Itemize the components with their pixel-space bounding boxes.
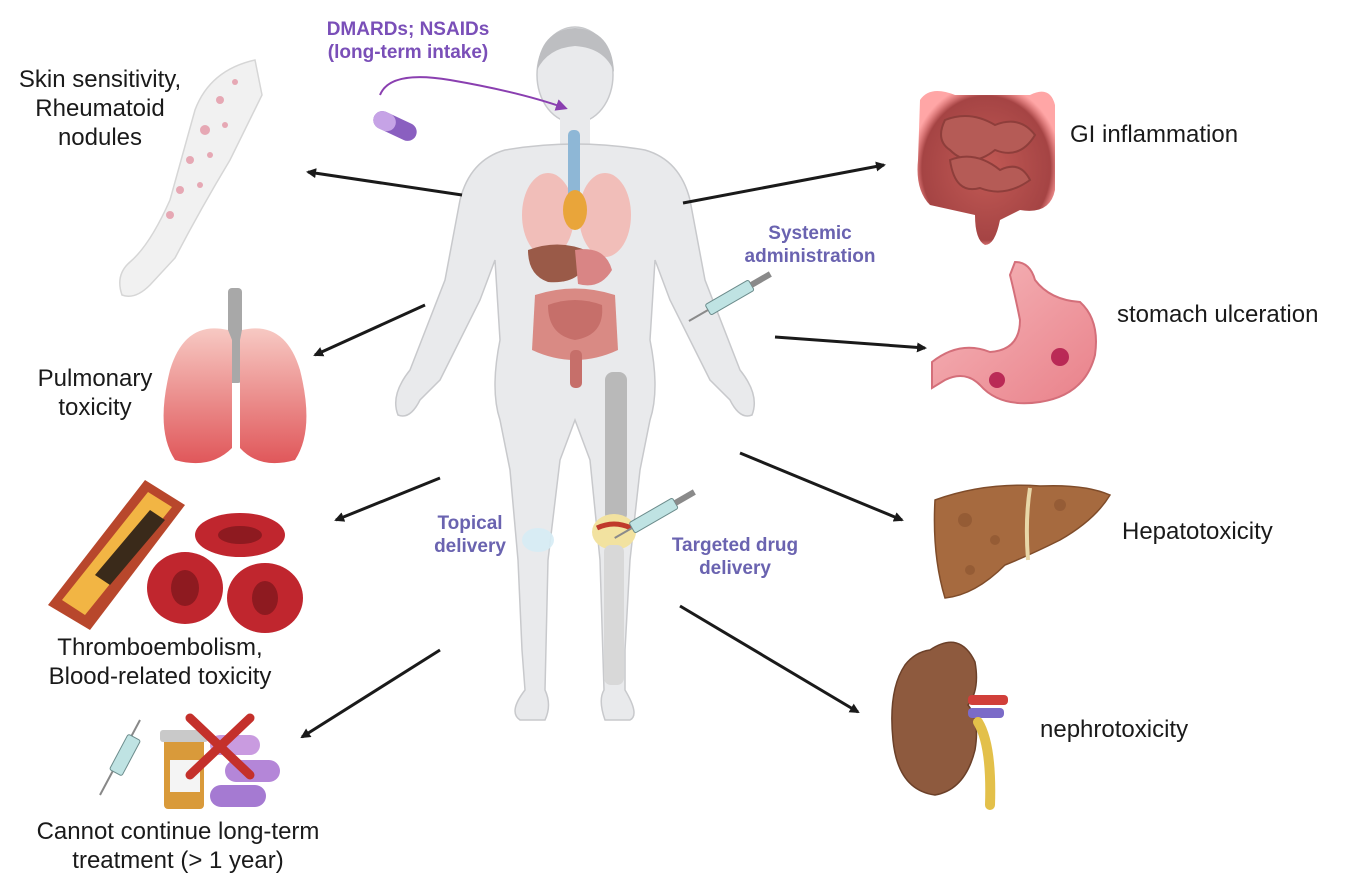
kidney-icon <box>892 642 1008 805</box>
topical-route-label: Topical delivery <box>410 512 530 558</box>
gi-inflammation-label: GI inflammation <box>1070 120 1330 149</box>
topical-route-line2: delivery <box>410 535 530 558</box>
stomach-icon <box>932 262 1096 403</box>
skin-sensitivity-label: Skin sensitivity, Rheumatoid nodules <box>0 65 200 152</box>
intestine-icon <box>918 91 1056 245</box>
long-term-treatment-label: Cannot continue long-term treatment (> 1… <box>0 817 356 875</box>
hepatotoxicity-label: Hepatotoxicity <box>1122 517 1342 546</box>
pulmonary-toxicity-label: Pulmonary toxicity <box>10 364 180 422</box>
pulmonary-label-line1: Pulmonary <box>10 364 180 393</box>
blood-label-line1: Thromboembolism, <box>15 633 305 662</box>
arrow-to-skin <box>308 172 462 195</box>
targeted-route-label: Targeted drug delivery <box>640 534 830 580</box>
no-medication-icon <box>100 718 280 809</box>
arrow-to-treatment <box>302 650 440 737</box>
systemic-route-label: Systemic administration <box>710 222 910 268</box>
blood-clot-icon <box>48 480 303 633</box>
arrow-to-liver <box>740 453 902 520</box>
topical-route-line1: Topical <box>410 512 530 535</box>
nephrotoxicity-label: nephrotoxicity <box>1040 715 1260 744</box>
skin-label-line3: nodules <box>0 123 200 152</box>
treatment-label-line2: treatment (> 1 year) <box>0 846 356 875</box>
targeted-route-line1: Targeted drug <box>640 534 830 557</box>
targeted-route-line2: delivery <box>640 557 830 580</box>
skin-label-line2: Rheumatoid <box>0 94 200 123</box>
systemic-route-line2: administration <box>710 245 910 268</box>
oral-route-label: DMARDs; NSAIDs (long-term intake) <box>288 18 528 64</box>
human-body-figure <box>396 27 755 720</box>
treatment-label-line1: Cannot continue long-term <box>0 817 356 846</box>
arrow-to-gi <box>683 165 884 203</box>
pulmonary-label-line2: toxicity <box>10 393 180 422</box>
lungs-icon <box>164 288 307 463</box>
arrow-to-stomach <box>775 337 925 348</box>
arrow-to-kidney <box>680 606 858 712</box>
pill-icon <box>370 108 419 144</box>
blood-label-line2: Blood-related toxicity <box>15 662 305 691</box>
stomach-ulceration-label: stomach ulceration <box>1117 300 1357 329</box>
thromboembolism-label: Thromboembolism, Blood-related toxicity <box>15 633 305 691</box>
systemic-route-line1: Systemic <box>710 222 910 245</box>
skin-label-line1: Skin sensitivity, <box>0 65 200 94</box>
arrow-to-lungs <box>315 305 425 355</box>
oral-route-line2: (long-term intake) <box>288 41 528 64</box>
liver-icon <box>934 485 1110 598</box>
oral-route-line1: DMARDs; NSAIDs <box>288 18 528 41</box>
